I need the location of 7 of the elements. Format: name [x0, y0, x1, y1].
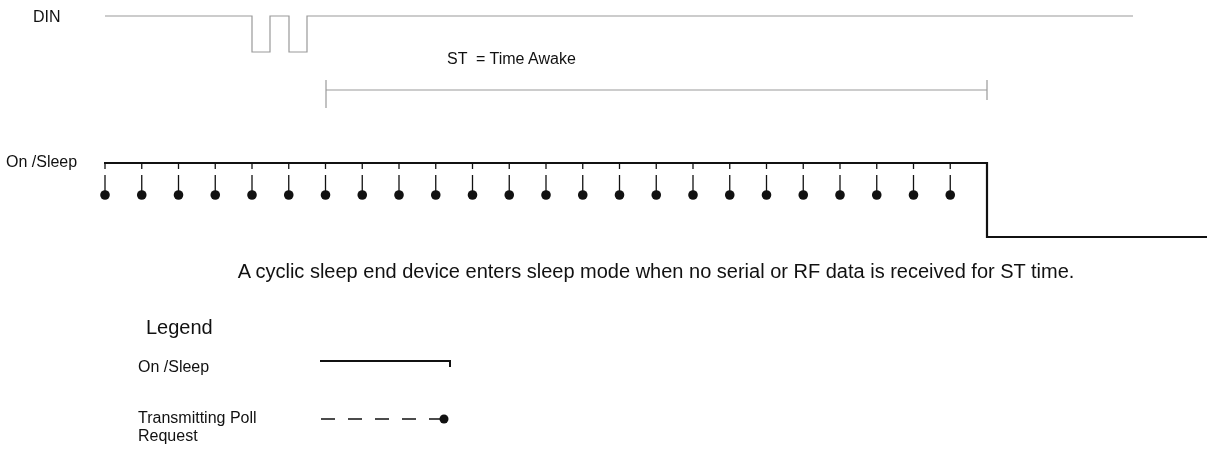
dimension-label: ST = Time Awake — [447, 50, 576, 69]
signal-label: DIN — [33, 8, 61, 27]
signal-label: On /Sleep — [6, 153, 78, 172]
legend-text: On /Sleep — [138, 358, 211, 377]
legend-title: Legend — [146, 316, 213, 339]
caption-text: A cyclic sleep end device enters sleep mode when no serial or RF data is received for ST time. — [237, 260, 1075, 283]
legend-text: Transmitting Poll Request — [138, 409, 258, 446]
